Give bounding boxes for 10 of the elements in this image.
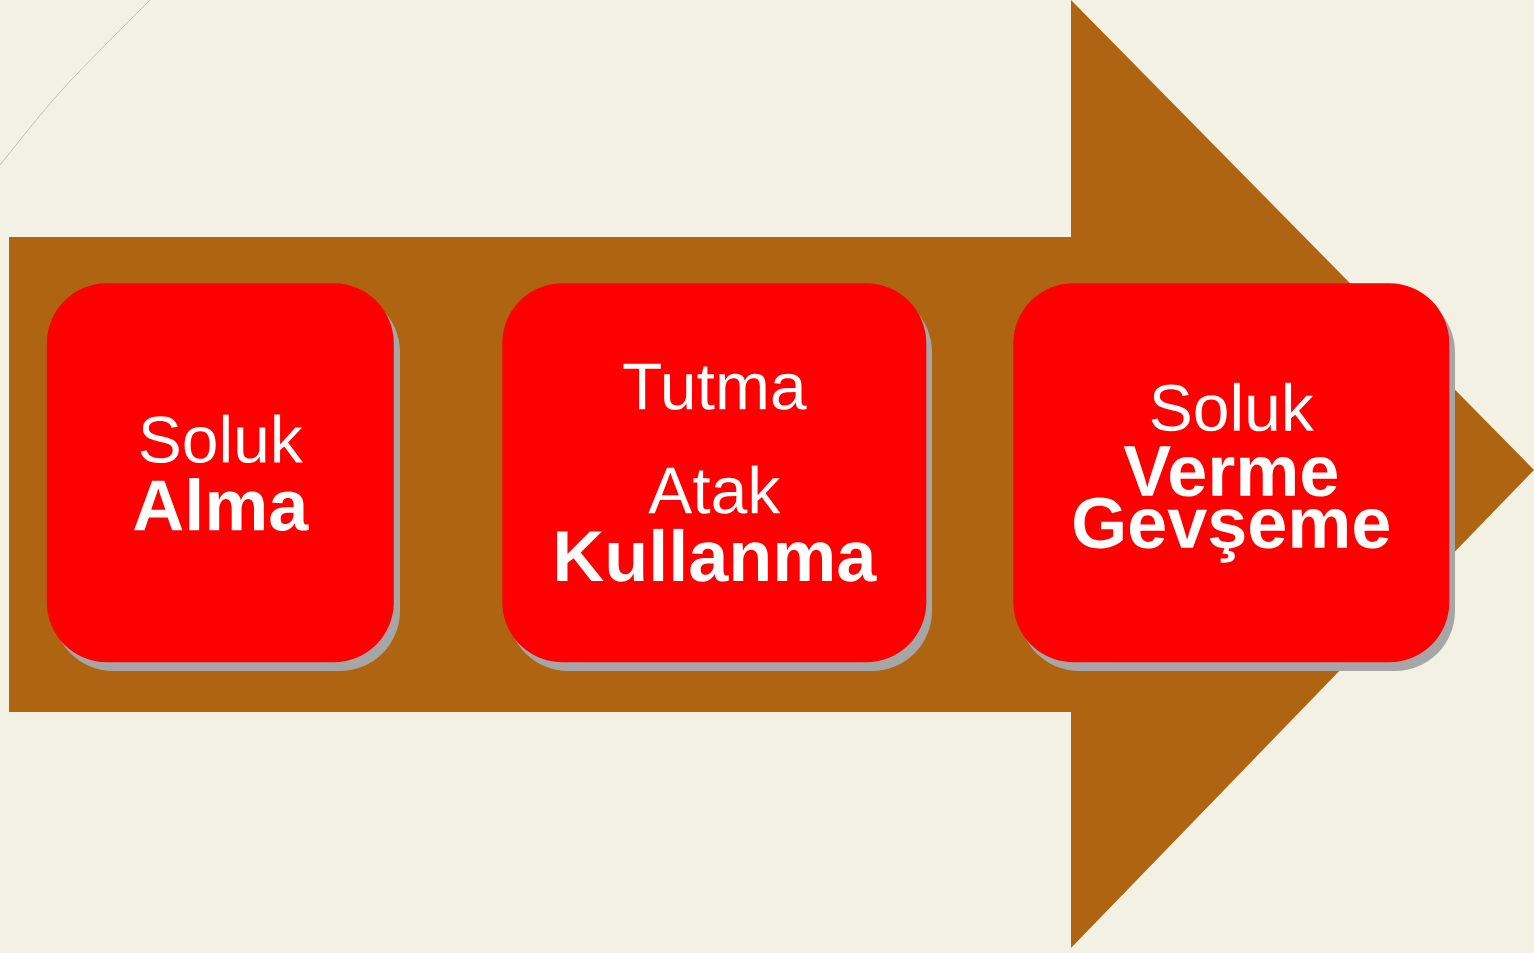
rounded-box	[46, 283, 400, 671]
rounded-box	[502, 283, 932, 671]
label: Tutma	[623, 363, 807, 410]
label: Soluk	[140, 414, 303, 464]
label: Atak	[648, 465, 781, 514]
bold-label: Alma	[134, 478, 309, 531]
label: Soluk	[1151, 382, 1314, 432]
rounded-box	[1013, 283, 1455, 671]
bold-label: Verme Gevşeme	[1074, 446, 1389, 563]
bold-label: Kullanma	[557, 528, 877, 582]
